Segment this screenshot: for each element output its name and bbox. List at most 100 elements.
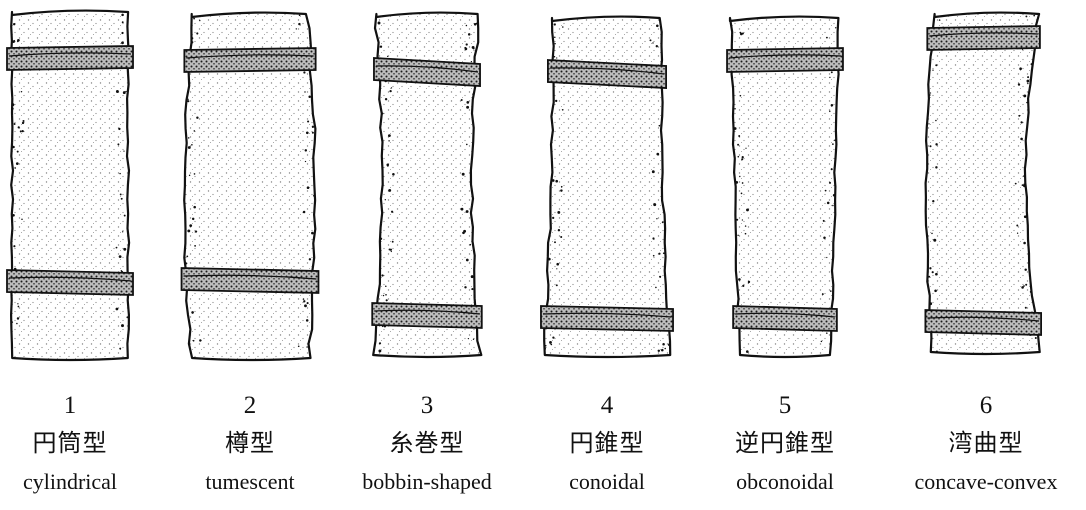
texture-dot (380, 46, 382, 48)
texture-dot (392, 241, 394, 243)
texture-dot (821, 341, 823, 343)
texture-dot (1022, 184, 1024, 186)
caption-japanese-name: 円錐型 (522, 424, 692, 464)
binding-band (374, 58, 480, 86)
texture-dot (305, 149, 307, 151)
texture-dot (739, 32, 741, 34)
texture-dot (558, 229, 560, 231)
texture-dot (664, 348, 666, 350)
texture-dot (738, 135, 740, 137)
texture-dot (554, 241, 556, 243)
binding-band (733, 306, 837, 331)
texture-dot (748, 282, 749, 283)
texture-dot (20, 130, 22, 132)
texture-dot (833, 194, 836, 197)
texture-dot (656, 45, 658, 47)
texture-dot (186, 256, 188, 258)
texture-dot (656, 153, 659, 156)
texture-dot (1016, 225, 1018, 227)
texture-dot (1026, 102, 1027, 103)
caption-number: 2 (165, 388, 335, 424)
texture-dot (826, 257, 827, 258)
texture-dot (391, 87, 392, 88)
texture-dot (745, 225, 746, 226)
texture-dot (378, 349, 381, 352)
texture-dot (299, 14, 301, 16)
texture-dot (464, 286, 466, 288)
texture-dot (556, 284, 558, 286)
texture-dot (560, 189, 562, 191)
specimen-curved (906, 9, 1066, 357)
texture-dot (930, 145, 932, 147)
texture-dot (929, 267, 931, 269)
texture-dot (561, 186, 563, 188)
texture-dot (461, 99, 463, 101)
texture-dot (474, 23, 477, 26)
texture-dot (555, 43, 556, 44)
texture-dot (461, 208, 464, 211)
texture-dot (194, 245, 196, 247)
texture-dot (472, 93, 474, 95)
texture-dot (1027, 83, 1028, 84)
texture-dot (383, 295, 384, 296)
texture-dot (1024, 215, 1027, 218)
texture-dot (736, 219, 738, 221)
texture-dot (199, 20, 200, 21)
texture-dot (830, 290, 832, 292)
texture-dot (656, 25, 659, 28)
texture-dot (933, 239, 936, 242)
texture-dot (745, 233, 747, 235)
texture-dot (22, 122, 24, 124)
texture-dot (192, 218, 194, 220)
texture-dot (188, 146, 191, 149)
binding-band (925, 310, 1041, 335)
texture-dot (388, 134, 391, 137)
texture-dot (121, 324, 124, 327)
texture-dot (121, 198, 123, 200)
texture-dot (551, 344, 553, 346)
texture-dot (742, 182, 744, 184)
texture-dot (469, 244, 471, 246)
texture-dot (17, 303, 18, 304)
texture-dot (21, 91, 22, 92)
texture-dot (199, 339, 201, 341)
texture-dot (1035, 337, 1037, 339)
caption-number: 6 (901, 388, 1071, 424)
texture-dot (655, 287, 657, 289)
caption-3: 3 糸巻型 bobbin-shaped (342, 388, 512, 500)
texture-dot (16, 323, 18, 325)
texture-dot (196, 32, 198, 34)
texture-dot (194, 130, 196, 132)
texture-dot (462, 173, 465, 176)
texture-dot (935, 120, 937, 122)
texture-dot (1023, 94, 1026, 97)
texture-dot (930, 92, 931, 93)
texture-dot (188, 137, 190, 139)
texture-dot (1021, 286, 1024, 289)
texture-dot (12, 146, 15, 149)
caption-5: 5 逆円錐型 obconoidal (700, 388, 870, 500)
texture-dot (555, 100, 557, 102)
texture-dot (21, 219, 23, 221)
texture-dot (123, 248, 126, 251)
texture-dot (742, 285, 744, 287)
texture-dot (928, 276, 930, 278)
texture-dot (191, 144, 193, 146)
texture-dot (473, 339, 474, 340)
texture-dot (552, 217, 554, 219)
texture-dot (658, 350, 660, 352)
binding-band (184, 48, 315, 72)
caption-english-name: obconoidal (700, 464, 870, 500)
texture-dot (823, 236, 826, 239)
texture-dot (121, 14, 124, 17)
texture-dot (932, 70, 933, 71)
binding-band (927, 26, 1040, 50)
texture-dot (303, 71, 305, 73)
texture-dot (17, 151, 19, 153)
texture-dot (125, 91, 126, 92)
caption-japanese-name: 糸巻型 (342, 424, 512, 464)
texture-dot (935, 64, 937, 66)
caption-english-name: conoidal (522, 464, 692, 500)
texture-dot (194, 173, 196, 175)
texture-dot (656, 218, 657, 219)
